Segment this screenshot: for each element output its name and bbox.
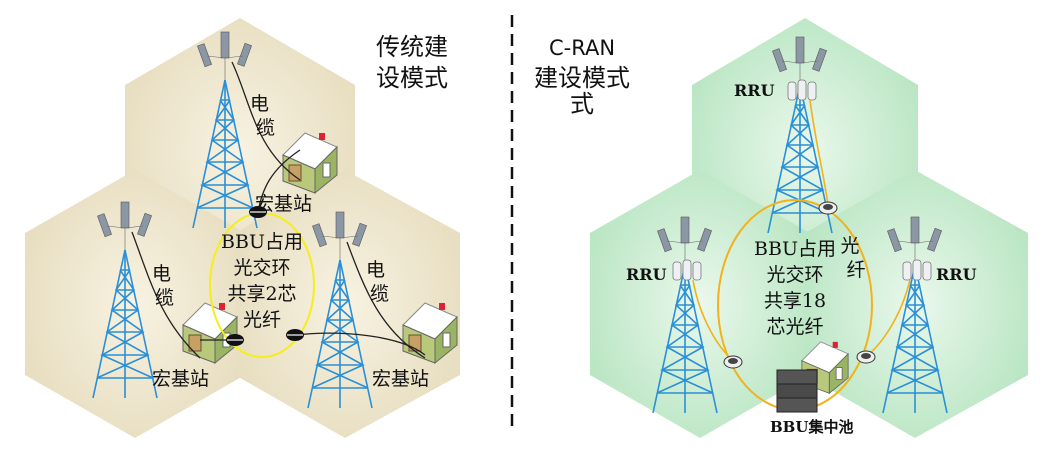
- traditional-cell-hexagons: [25, 18, 460, 438]
- cran-title-line: C-RAN: [549, 36, 615, 60]
- ring-text-line: 共享2芯: [227, 283, 296, 305]
- fiber-label: 光: [840, 235, 859, 257]
- macro-station-label: 宏基站: [152, 368, 209, 390]
- rru-label: RRU: [734, 81, 775, 100]
- hex-cell-left: [25, 170, 245, 438]
- fiber-connector-icon: [286, 329, 304, 341]
- cable-label: 电: [152, 263, 171, 285]
- ring-text-line: 光交环: [233, 257, 290, 279]
- cable-label: 缆: [370, 283, 389, 305]
- cran-title-line: 式: [570, 90, 594, 118]
- cable-label: 电: [250, 93, 269, 115]
- bbu-pool-label: BBU集中池: [770, 418, 853, 436]
- traditional-title-line: 设模式: [376, 64, 448, 92]
- cable-label: 缆: [256, 117, 275, 139]
- macro-station-label: 宏基站: [255, 193, 312, 215]
- traditional-title-line: 传统建: [376, 33, 448, 61]
- cables: [131, 61, 426, 359]
- ring-text-line: BBU占用: [754, 238, 836, 260]
- fiber-connector-icon: [857, 351, 875, 363]
- cable-label: 缆: [155, 287, 174, 309]
- rru-label: RRU: [936, 265, 977, 284]
- fiber-label: 纤: [846, 259, 865, 281]
- ring-text-line: 光纤: [243, 309, 281, 331]
- ring-text-line: 芯光纤: [766, 316, 823, 338]
- fiber-connector-icon: [724, 356, 742, 368]
- cable-label: 电: [366, 259, 385, 281]
- ring-text-line: BBU占用: [221, 231, 303, 253]
- fiber-connector-icon: [819, 202, 837, 214]
- fiber-connector-icon: [226, 334, 244, 346]
- cran-title-line: 建设模式: [534, 64, 630, 92]
- hex-cell-left: [590, 170, 810, 438]
- hex-cell-right: [805, 170, 1028, 438]
- ring-text-line: 共享18: [764, 290, 826, 312]
- rru-label: RRU: [626, 265, 667, 284]
- hex-cell-right: [235, 170, 460, 438]
- bbu-pool-icon: [776, 341, 849, 413]
- macro-station-label: 宏基站: [372, 368, 429, 390]
- rru-units: [672, 79, 932, 281]
- ring-text-line: 光交环: [766, 264, 823, 286]
